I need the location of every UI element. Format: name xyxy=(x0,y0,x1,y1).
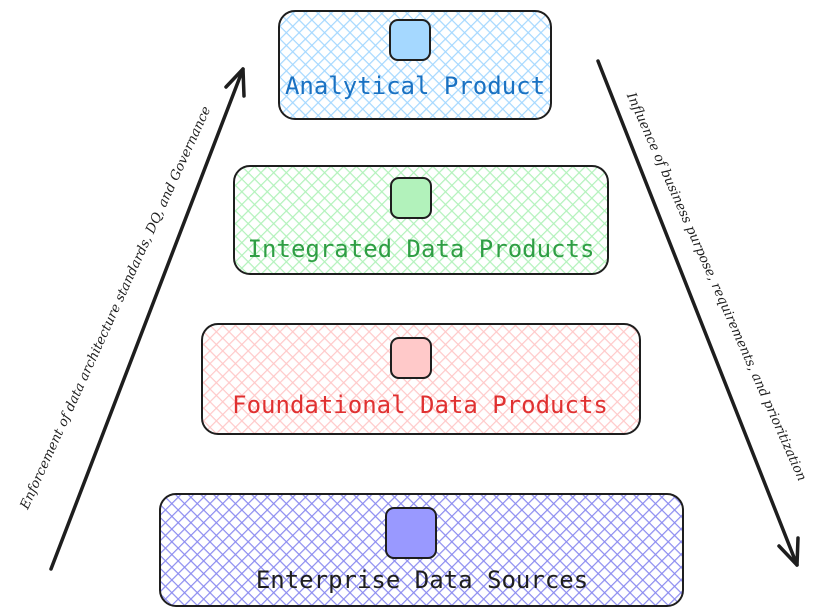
layer-integrated-data-products[interactable]: Integrated Data Products xyxy=(233,165,609,275)
cube-icon xyxy=(385,507,437,559)
layer-box-integrated-data-products xyxy=(233,165,609,275)
layer-label-integrated-data-products: Integrated Data Products xyxy=(248,235,595,263)
left-arrow-shaft xyxy=(49,67,245,571)
layer-label-foundational-data-products: Foundational Data Products xyxy=(232,391,608,419)
layer-label-enterprise-data-sources: Enterprise Data Sources xyxy=(256,566,588,594)
layer-box-analytical-product xyxy=(278,10,552,120)
layer-foundational-data-products[interactable]: Foundational Data Products xyxy=(201,323,641,435)
right-arrow-down xyxy=(596,59,800,567)
layer-label-analytical-product: Analytical Product xyxy=(285,72,545,100)
layer-analytical-product[interactable]: Analytical Product xyxy=(278,10,552,120)
left-arrow-up xyxy=(49,67,246,571)
arrow-down-icon xyxy=(777,536,800,567)
right-arrow-label: Influence of business purpose, requireme… xyxy=(623,90,809,484)
arrow-up-icon xyxy=(224,67,246,98)
layer-enterprise-data-sources[interactable]: Enterprise Data Sources xyxy=(159,493,684,607)
left-arrow-label: Enforcement of data architecture standar… xyxy=(17,104,214,513)
cube-icon xyxy=(389,19,431,61)
cube-icon xyxy=(390,177,432,219)
right-arrow-shaft xyxy=(596,59,799,567)
cube-icon xyxy=(390,337,432,379)
